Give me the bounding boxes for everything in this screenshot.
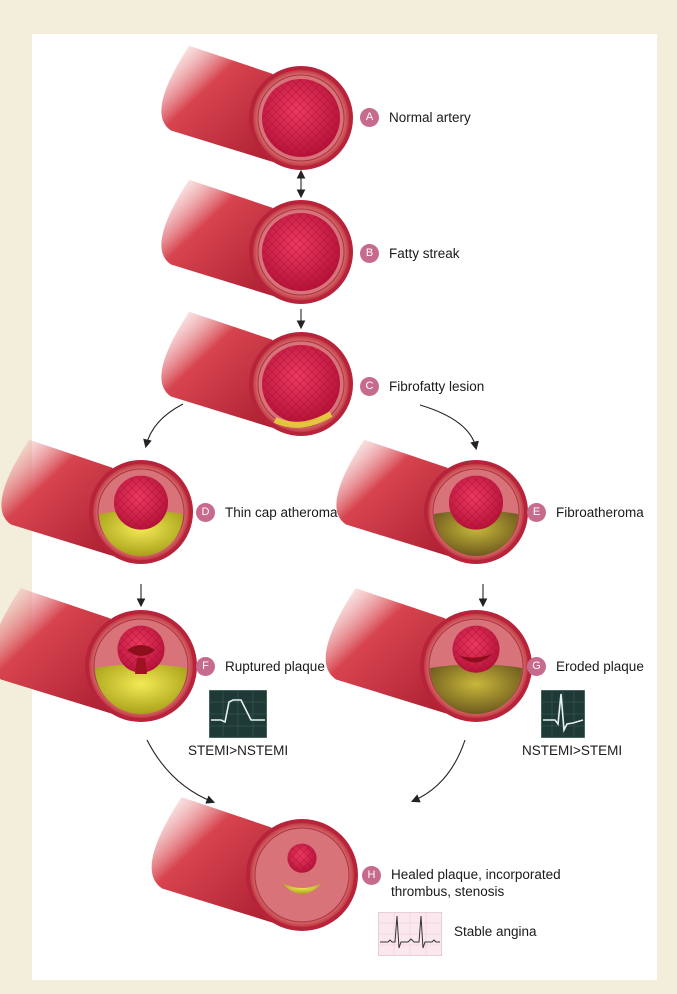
- stage-label-normal-artery: Normal artery: [389, 109, 471, 126]
- arrow-g-h: [413, 740, 465, 801]
- artery-healed: [152, 797, 358, 931]
- artery-fibroatheroma: [336, 440, 528, 564]
- artery-thin-cap: [1, 440, 193, 564]
- ecg-st-depression-icon: [541, 690, 585, 738]
- artery-fibrofatty: [161, 312, 353, 436]
- stage-label-healed-plaque-line2: thrombus, stenosis: [391, 883, 504, 900]
- artery-normal: [161, 46, 353, 170]
- stage-label-fibroatheroma: Fibroatheroma: [556, 504, 644, 521]
- stage-badge-g: G: [527, 657, 546, 676]
- arrow-c-e: [420, 405, 476, 448]
- artery-fatty-streak: [161, 180, 353, 304]
- stage-badge-h: H: [362, 866, 381, 885]
- stage-badge-d: D: [196, 503, 215, 522]
- stage-label-fibrofatty-lesion: Fibrofatty lesion: [389, 378, 484, 395]
- stage-badge-f: F: [196, 657, 215, 676]
- outcome-stable-angina: Stable angina: [454, 923, 537, 940]
- ecg-st-elevation-icon: [209, 690, 267, 738]
- outcome-stemi-nstemi: STEMI>NSTEMI: [188, 742, 288, 759]
- stage-label-fatty-streak: Fatty streak: [389, 245, 460, 262]
- stage-badge-a: A: [360, 108, 379, 127]
- artery-eroded: [326, 588, 532, 722]
- stage-label-ruptured-plaque: Ruptured plaque: [225, 658, 325, 675]
- stage-badge-c: C: [360, 377, 379, 396]
- stage-badge-e: E: [527, 503, 546, 522]
- artery-ruptured: [0, 588, 197, 722]
- stage-label-eroded-plaque: Eroded plaque: [556, 658, 644, 675]
- outcome-nstemi-stemi: NSTEMI>STEMI: [522, 742, 622, 759]
- arrow-c-d: [146, 404, 183, 446]
- ecg-normal-icon: [378, 912, 442, 956]
- stage-label-thin-cap-atheroma: Thin cap atheroma: [225, 504, 338, 521]
- stage-label-healed-plaque: Healed plaque, incorporated: [391, 866, 561, 883]
- stage-badge-b: B: [360, 244, 379, 263]
